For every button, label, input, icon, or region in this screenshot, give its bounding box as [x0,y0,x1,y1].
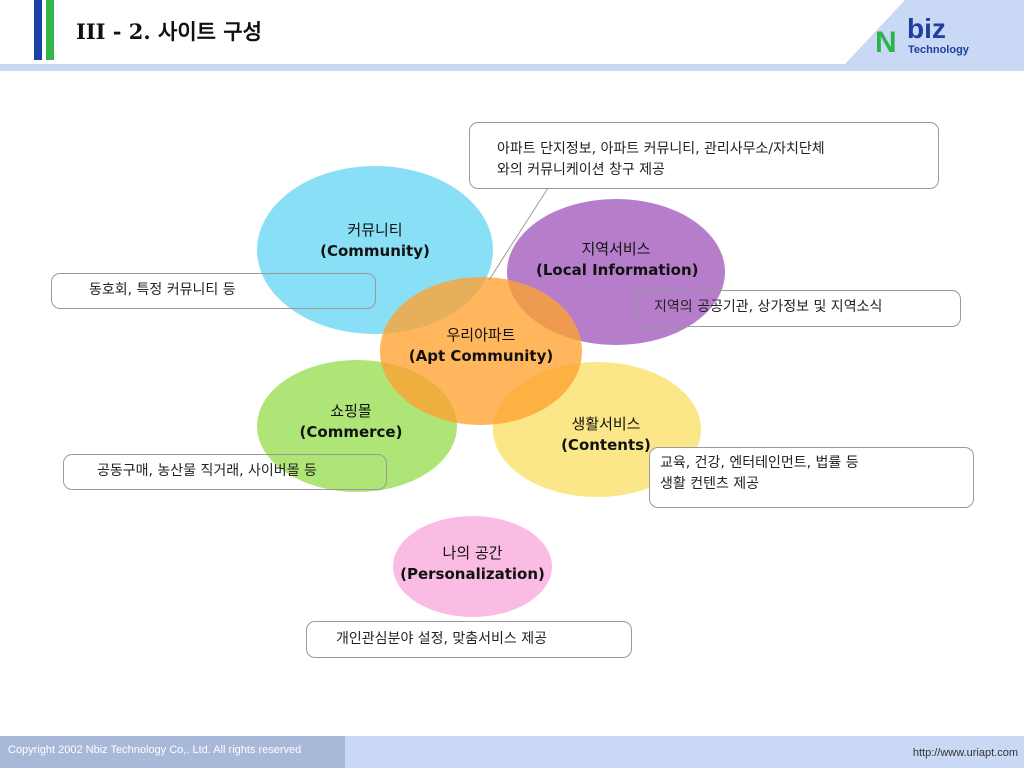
node-label-apt-community: 우리아파트 (Apt Community) [401,325,561,367]
slide-header: III - 2. 사이트 구성 N biz Technology [0,0,1024,72]
node-label-local-information: 지역서비스 (Local Information) [536,239,699,281]
site-url[interactable]: http://www.uriapt.com [912,747,1018,759]
node-label-commerce: 쇼핑몰 (Commerce) [286,401,416,443]
logo-n-letter: N [875,26,897,59]
node-community-korean: 커뮤니티 [347,221,403,239]
node-label-personalization: 나의 공간 (Personalization) [393,543,552,585]
node-local-korean: 지역서비스 [581,240,651,258]
callout-contents-line-2: 생활 컨텐츠 제공 [660,476,760,492]
node-label-contents: 생활서비스 (Contents) [541,414,671,456]
callout-commerce-line-1: 공동구매, 농산물 직거래, 사이버몰 등 [97,463,317,479]
slide-title: III - 2. 사이트 구성 [76,19,262,44]
logo-biz-text: biz [907,13,946,44]
copyright-text: Copyright 2002 Nbiz Technology Co,. Ltd.… [8,744,302,756]
logo-technology-text: Technology [908,44,970,56]
callout-community-line-1: 동호회, 특정 커뮤니티 등 [89,282,236,298]
callout-commerce: 공동구매, 농산물 직거래, 사이버몰 등 [63,454,387,490]
node-community-english: (Community) [320,242,430,260]
node-commerce-english: (Commerce) [299,423,403,441]
node-apt-english: (Apt Community) [408,347,554,365]
callout-contents: 교육, 건강, 엔터테인먼트, 법률 등 생활 컨텐츠 제공 [649,447,974,508]
node-personal-korean: 나의 공간 [442,544,503,562]
node-apt-korean: 우리아파트 [446,326,516,344]
header-accent-bar-green [46,0,54,60]
callout-personalization: 개인관심분야 설정, 맞춤서비스 제공 [306,621,632,658]
node-commerce-korean: 쇼핑몰 [330,402,372,420]
header-rule [0,64,1024,71]
header-accent-bar-blue [34,0,42,60]
nbiz-logo: N biz Technology [845,0,1024,64]
node-personal-english: (Personalization) [400,565,545,583]
callout-contents-line-1: 교육, 건강, 엔터테인먼트, 법률 등 [660,455,859,471]
node-label-community: 커뮤니티 (Community) [310,220,440,262]
callout-apt-community: 아파트 단지정보, 아파트 커뮤니티, 관리사무소/자치단체 와의 커뮤니케이션… [469,122,939,189]
node-contents-english: (Contents) [561,436,651,454]
callout-apt-line-1: 아파트 단지정보, 아파트 커뮤니티, 관리사무소/자치단체 [497,141,825,157]
callout-local-information: 지역의 공공기관, 상가정보 및 지역소식 [637,290,961,327]
ellipse-apt-community [380,277,582,425]
slide-footer: Copyright 2002 Nbiz Technology Co,. Ltd.… [0,736,1024,768]
callout-personal-line-1: 개인관심분야 설정, 맞춤서비스 제공 [336,631,547,647]
callout-community: 동호회, 특정 커뮤니티 등 [51,273,376,309]
node-local-english: (Local Information) [536,261,699,279]
ellipse-personalization [393,516,552,617]
footer-left-band [0,736,345,768]
callout-local-line-1: 지역의 공공기관, 상가정보 및 지역소식 [654,299,883,315]
node-contents-korean: 생활서비스 [571,415,641,433]
callout-apt-line-2: 와의 커뮤니케이션 창구 제공 [497,162,665,178]
